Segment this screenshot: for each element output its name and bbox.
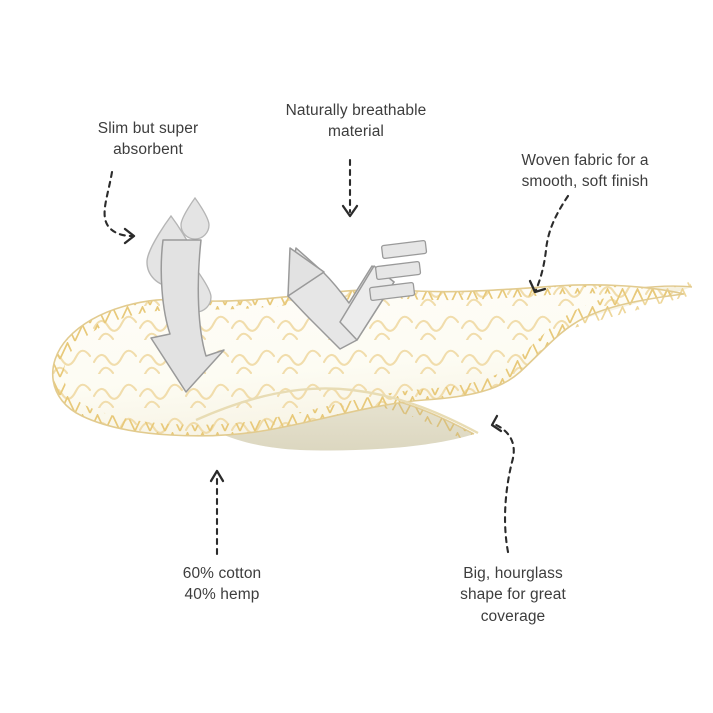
airflow-arrow-icon (287, 247, 395, 350)
callout-label-slim: Slim but super absorbent (97, 120, 199, 159)
connector-woven (534, 194, 570, 292)
arrowhead-slim (123, 227, 136, 245)
arrowhead-hourglass (490, 414, 503, 433)
arrowhead-woven (528, 279, 547, 294)
absorption-arrow-icon (150, 239, 225, 393)
airflow-bars-icon (369, 239, 428, 302)
callout-label-hourglass-shape: Big, hourglass shape for great coverage (460, 565, 566, 625)
droplet-top (180, 196, 210, 240)
arrowhead-breathable (341, 204, 359, 218)
callout-label-material-blend: 60% cotton 40% hemp (182, 565, 262, 604)
callout-label-breathable: Naturally breathable material (285, 102, 427, 141)
connector-slim (103, 170, 134, 238)
arrowhead-blend (209, 469, 225, 483)
connector-hourglass (492, 422, 515, 554)
callout-label-woven: Woven fabric for a smooth, soft finish (521, 152, 649, 191)
